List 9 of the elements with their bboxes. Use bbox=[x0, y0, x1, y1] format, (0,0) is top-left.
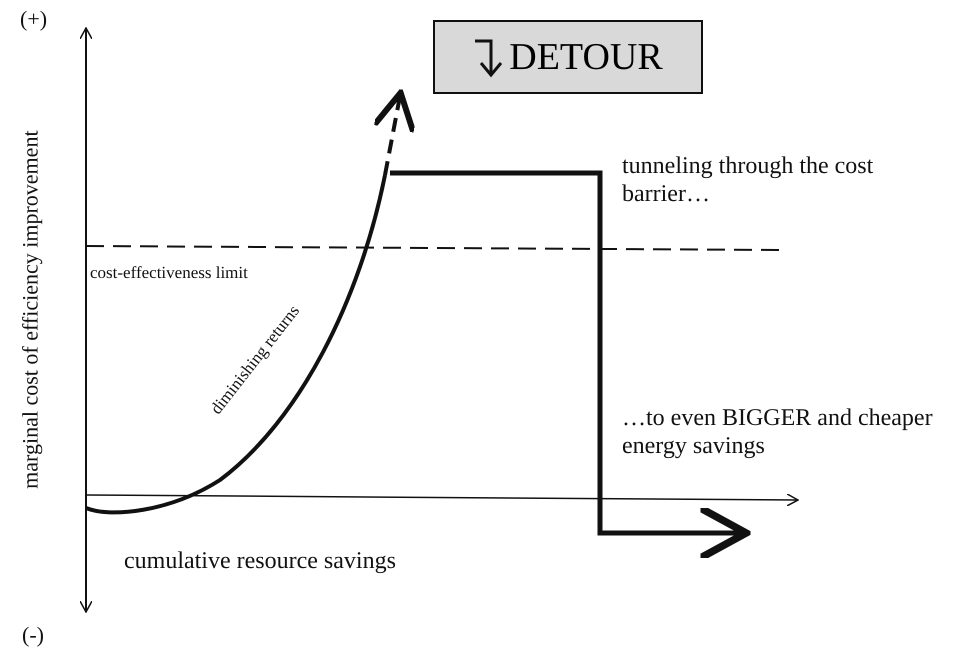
axis-end-label: (-) bbox=[22, 622, 44, 648]
sign-text: DETOUR bbox=[509, 35, 663, 79]
axis-title: cumulative resource savings bbox=[124, 548, 396, 576]
limit-label: cost-effectiveness limit bbox=[90, 263, 248, 283]
detour-sign bbox=[433, 20, 703, 94]
annotation-text: tunneling through the cost barrier… bbox=[622, 153, 874, 208]
axis-title: marginal cost of efficiency improvement bbox=[17, 129, 43, 491]
annotation-text: …to even BIGGER and cheaper energy savings bbox=[622, 405, 934, 460]
axis-end-label: (+) bbox=[20, 6, 48, 32]
